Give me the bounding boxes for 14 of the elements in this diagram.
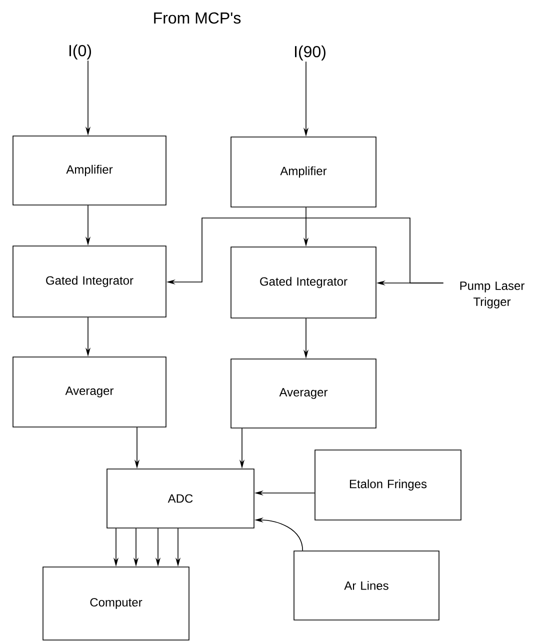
block-box: Averager <box>12 356 166 428</box>
block-box: Amplifier <box>12 136 166 206</box>
block-box: Amplifier <box>230 136 376 208</box>
heading: From MCP's <box>154 12 241 24</box>
block-box: Ar Lines <box>294 550 440 620</box>
block-box: Gated Integrator <box>12 246 166 318</box>
signal-label: I(90) <box>295 46 326 60</box>
block-box: ADC <box>106 468 254 528</box>
block-box: Etalon Fringes <box>314 450 462 520</box>
block-box: Averager <box>230 358 376 428</box>
signal-label: I(0) <box>69 44 91 60</box>
block-box: Computer <box>42 566 190 640</box>
trigger-label: Pump Laser Trigger <box>460 282 524 308</box>
block-box: Gated Integrator <box>230 246 376 318</box>
